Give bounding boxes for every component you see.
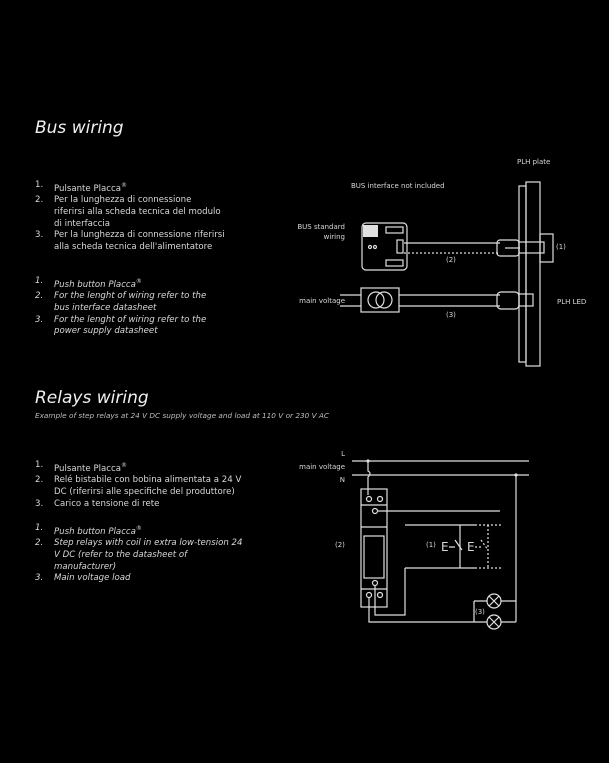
main-voltage-label: main voltage [299,463,345,471]
list-item: 2.Per la lunghezza di connessione riferi… [35,195,221,229]
list-item: 2.For the lenght of wiring refer to the … [35,291,207,314]
bus-interface-module-icon [361,222,408,271]
plh-plate-label: PLH plate [517,158,550,166]
bus-wiring-title: Bus wiring [35,118,124,138]
callout-1: (1) [556,243,566,251]
bus-list-english: 1.Push button Placca® 2.For the lenght o… [35,276,265,338]
transformer-icon [360,287,400,313]
list-item: 3.For the lenght of wiring refer to the … [35,314,207,337]
svg-text:E: E [467,540,475,554]
list-item: 1.Push button Placca® [35,523,142,537]
neutral-N-label: N [340,476,345,484]
led-connector-icon [496,291,534,310]
svg-text:E: E [441,540,449,554]
bus-list-italian: 1.Pulsante Placca® 2.Per la lunghezza di… [35,180,265,253]
relays-list-english: 1.Push button Placca® 2.Step relays with… [35,523,265,585]
bus-standard-label: BUS standard [297,223,345,231]
callout-2: (2) [335,541,345,549]
bus-interface-label: BUS interface not included [351,182,445,190]
callout-3: (3) [475,608,485,616]
step-relay-icon [360,488,388,608]
bus-wiring-diagram: PLH plate BUS interface not included BUS… [297,158,586,367]
list-item: 1.Pulsante Placca® [35,460,127,474]
relays-wiring-title: Relays wiring [35,388,149,408]
list-item: 1.Pulsante Placca® [35,180,127,194]
list-item: 2.Step relays with coil in extra low-ten… [35,538,243,572]
push-button-icon: E E [441,539,489,554]
lamp-icon [486,593,502,609]
callout-1: (1) [426,541,436,549]
list-item: 1.Push button Placca® [35,276,142,290]
relays-wiring-diagram: L main voltage N (2) (1) (3) E E [299,450,529,630]
relays-list-italian: 1.Pulsante Placca® 2.Relé bistabile con … [35,460,265,510]
plh-led-label: PLH LED [557,298,586,306]
relays-subtitle: Example of step relays at 24 V DC supply… [35,411,329,420]
callout-3: (3) [446,311,456,319]
push-button-connector-icon [496,239,545,257]
bus-standard-label-2: wiring [324,233,345,241]
line-L-label: L [341,450,345,458]
main-voltage-label: main voltage [299,297,345,305]
lamp-icon [486,614,502,630]
list-item: 3.Per la lunghezza di connessione riferi… [35,230,225,252]
list-item: 2.Relé bistabile con bobina alimentata a… [35,475,242,498]
callout-2: (2) [446,256,456,264]
plh-plate-icon [518,181,554,367]
list-item: 3.Carico a tensione di rete [35,498,160,509]
list-item: 3.Main voltage load [35,573,131,584]
